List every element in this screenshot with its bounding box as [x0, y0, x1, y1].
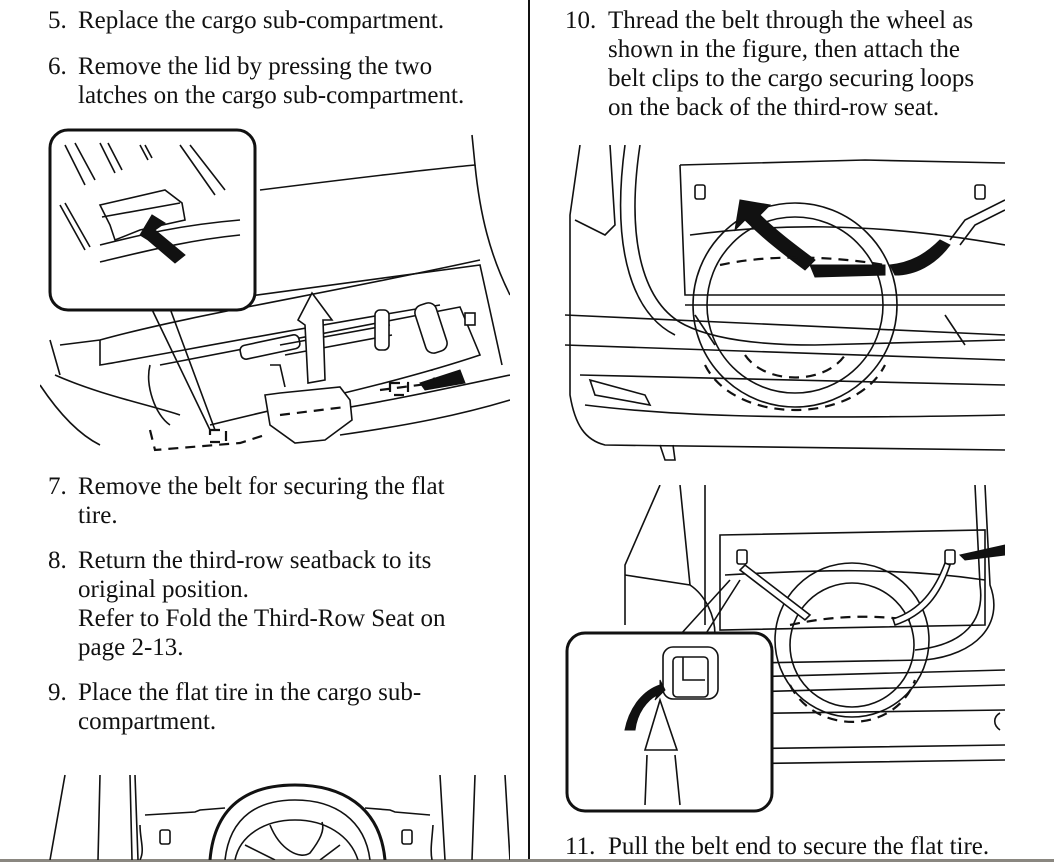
step-text-line: latches on the cargo sub-compartment. — [78, 82, 465, 109]
lift-arrow-icon — [296, 291, 334, 384]
clip-detail-inset — [565, 631, 774, 813]
figure-thread-belt — [565, 145, 1005, 461]
step-9: 9. Place the flat tire in the cargo sub-… — [48, 678, 518, 736]
attach-arrow-icon — [624, 679, 666, 731]
step-8: 8. Return the third-row seatback to its … — [48, 546, 518, 662]
thread-direction-arrow-icon — [734, 199, 816, 271]
step-number: 11. — [565, 833, 596, 860]
callout-pointer — [144, 294, 216, 431]
step-text-line: Refer to Fold the Third-Row Seat on — [78, 605, 446, 632]
tire-outline — [208, 783, 387, 860]
cargo-outline — [259, 134, 476, 191]
step-number: 6. — [48, 53, 67, 80]
step-text-line: tire. — [78, 502, 118, 529]
step-number: 10. — [565, 7, 597, 34]
step-6: 6. Remove the lid by pressing the two la… — [48, 52, 518, 110]
column-divider — [528, 0, 530, 859]
securing-loop-right — [944, 549, 956, 565]
step-text-line: Return the third-row seatback to its — [78, 547, 432, 574]
figure-tire-in-compartment — [49, 774, 510, 860]
wheel-outline — [774, 562, 930, 718]
step-text: Replace the cargo sub-compartment. — [78, 7, 445, 34]
step-number: 8. — [48, 547, 67, 574]
belt-right — [891, 561, 951, 627]
step-number: 9. — [48, 679, 67, 706]
figure-cargo-lid-latches — [40, 128, 510, 452]
step-7: 7. Remove the belt for securing the flat… — [48, 472, 518, 530]
step-number: 7. — [48, 473, 67, 500]
wheel-outline — [692, 202, 898, 408]
securing-loop-left — [159, 829, 171, 845]
belt-clip — [643, 697, 679, 751]
page-bottom-rule — [0, 859, 1054, 862]
figure-attach-belt-clips — [565, 485, 1005, 813]
step-5: 5. Replace the cargo sub-compartment. — [48, 6, 508, 35]
step-10: 10. Thread the belt through the wheel as… — [565, 6, 1045, 122]
step-text-line: on the back of the third-row seat. — [608, 94, 940, 121]
step-text-line: page 2-13. — [78, 634, 184, 661]
tow-hook — [414, 302, 448, 354]
step-text-line: compartment. — [78, 708, 217, 735]
step-text: Pull the belt end to secure the flat tir… — [608, 833, 990, 860]
pull-direction-arrow-icon — [959, 544, 1005, 561]
belt-left — [738, 563, 812, 622]
seatback-outline — [719, 529, 986, 631]
securing-loop-left — [736, 549, 748, 565]
belt-segment — [809, 264, 886, 278]
step-text-line: Remove the belt for securing the flat — [78, 473, 445, 500]
step-text-line: Remove the lid by pressing the two — [78, 53, 433, 80]
latch-arrow-icon — [419, 369, 466, 391]
step-text-line: shown in the figure, then attach the — [608, 36, 960, 63]
step-text-line: Place the flat tire in the cargo sub- — [78, 679, 422, 706]
step-text-line: belt clips to the cargo securing loops — [608, 65, 975, 92]
step-text-line: Thread the belt through the wheel as — [608, 7, 974, 34]
press-arrow-icon — [139, 214, 186, 264]
step-text-line: original position. — [78, 576, 249, 603]
securing-loop-left — [694, 184, 706, 200]
securing-loop-right — [974, 184, 986, 200]
step-11: 11. Pull the belt end to secure the flat… — [565, 832, 1045, 861]
securing-loop-right — [401, 829, 413, 845]
step-number: 5. — [48, 7, 67, 34]
